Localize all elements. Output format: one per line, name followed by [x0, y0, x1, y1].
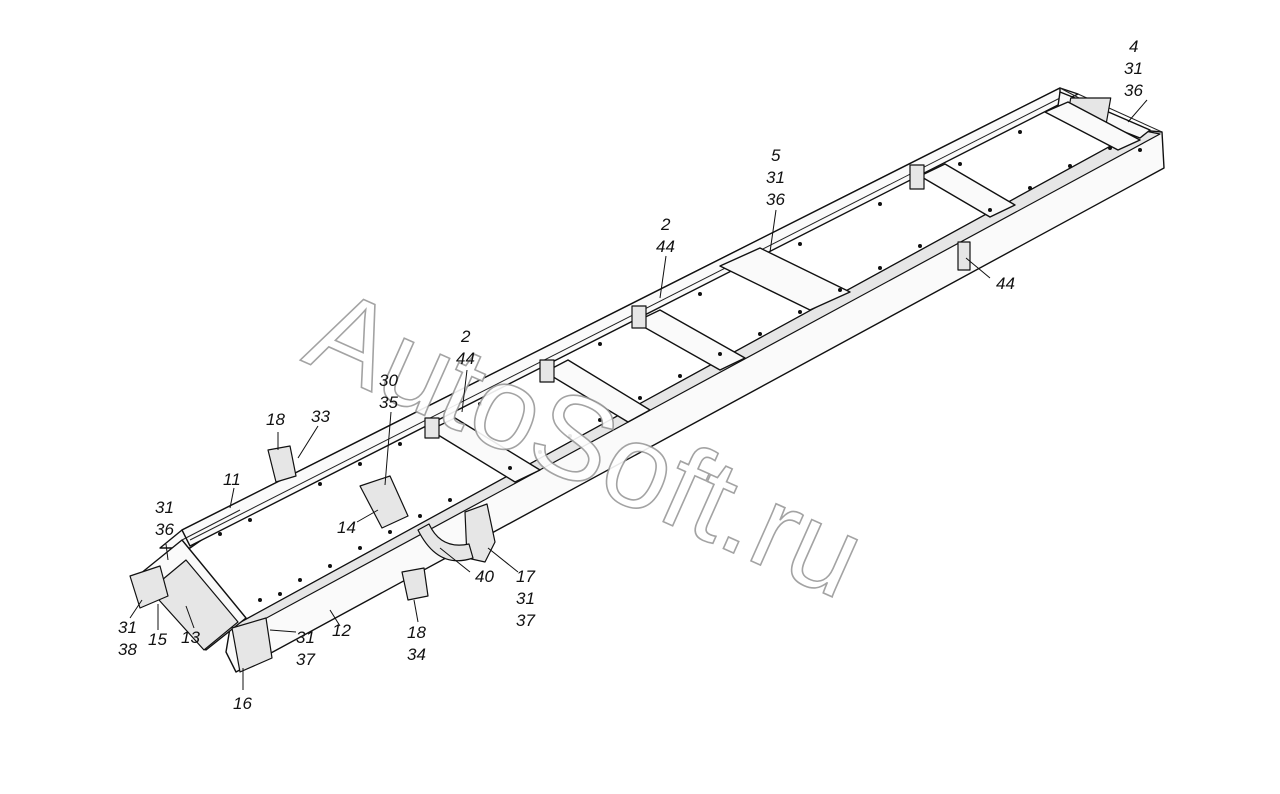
- callout-40: 40: [475, 567, 494, 586]
- callout-line: 33: [311, 407, 330, 426]
- callout-44: 44: [996, 274, 1015, 293]
- callout-line: 30: [379, 371, 398, 390]
- callout-line: 44: [656, 237, 675, 256]
- callout-line: 16: [233, 694, 252, 713]
- callout-line: 37: [296, 650, 315, 669]
- callout-30-35: 30 35: [379, 371, 398, 412]
- callout-line: 31: [516, 589, 535, 608]
- callout-line: 36: [1124, 81, 1143, 100]
- callout-line: 31: [296, 628, 315, 647]
- callout-13: 13: [181, 628, 200, 647]
- callout-line: 2: [460, 327, 471, 346]
- callout-12: 12: [332, 621, 351, 640]
- callout-line: 4: [1129, 37, 1138, 56]
- callout-31-36: 31 36: [155, 498, 174, 539]
- leader-lines: [129, 99, 1148, 690]
- callout-line: 11: [223, 470, 241, 489]
- callout-2-44-upper: 2 44: [656, 215, 675, 256]
- rivet-holes: [218, 130, 1142, 602]
- callout-line: 36: [155, 520, 174, 539]
- callout-line: 35: [379, 393, 398, 412]
- callout-line: 31: [118, 618, 137, 637]
- callout-5-31-36: 5 31 36: [766, 146, 785, 209]
- callout-line: 18: [407, 623, 426, 642]
- mounting-brackets: [129, 164, 971, 673]
- callout-line: 44: [996, 274, 1015, 293]
- callout-line: 5: [771, 146, 781, 165]
- callout-14: 14: [337, 518, 356, 537]
- callout-11: 11: [223, 470, 241, 489]
- callout-line: 13: [181, 628, 200, 647]
- front-crossmember: [139, 509, 247, 651]
- callout-line: 2: [660, 215, 671, 234]
- callout-line: 12: [332, 621, 351, 640]
- callout-line: 18: [266, 410, 285, 429]
- callout-line: 37: [516, 611, 535, 630]
- callout-line: 31: [766, 168, 785, 187]
- callout-line: 36: [766, 190, 785, 209]
- callout-31-38: 31 38: [118, 618, 137, 659]
- callout-line: 31: [155, 498, 174, 517]
- callout-2-44-lower: 2 44: [456, 327, 475, 368]
- callout-line: 38: [118, 640, 137, 659]
- callout-line: 14: [337, 518, 356, 537]
- callout-line: 31: [1124, 59, 1143, 78]
- callout-31-37: 31 37: [296, 628, 315, 669]
- callout-18-34: 18 34: [407, 623, 426, 664]
- callout-16: 16: [233, 694, 252, 713]
- chassis-frame: [129, 87, 1165, 673]
- callout-15: 15: [148, 630, 167, 649]
- callout-17-31-37: 17 31 37: [516, 567, 535, 630]
- callout-line: 34: [407, 645, 426, 664]
- callout-line: 15: [148, 630, 167, 649]
- callout-line: 17: [516, 567, 535, 586]
- callout-line: 44: [456, 349, 475, 368]
- callout-18-33: 18 33: [266, 407, 330, 429]
- callout-line: 40: [475, 567, 494, 586]
- callout-4-31-36: 4 31 36: [1124, 37, 1143, 100]
- crossmembers: [429, 101, 1141, 483]
